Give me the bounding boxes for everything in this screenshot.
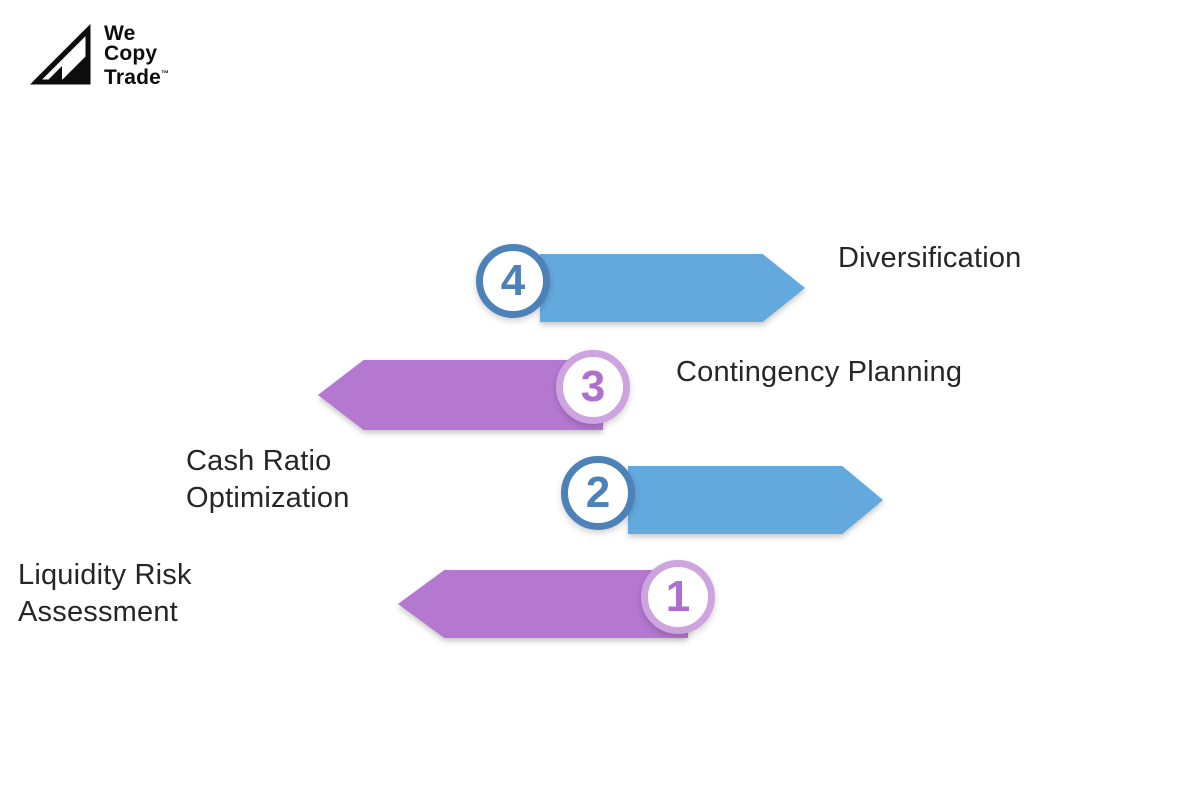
logo-line-2: Copy	[104, 42, 158, 65]
left-arrow-shape	[398, 570, 688, 638]
trademark-symbol: ™	[161, 69, 170, 78]
step-4-number: 4	[500, 256, 526, 305]
right-arrow-shape	[628, 466, 883, 534]
logo-line-1: We	[104, 22, 136, 45]
step-2-number: 2	[585, 468, 611, 517]
wecopytrade-logo: We Copy Trade™	[30, 18, 169, 88]
step-4-label: Diversification	[838, 242, 1022, 274]
logo-line-3: Trade™	[104, 66, 170, 89]
step-1-number: 1	[665, 572, 691, 621]
step-2-arrow	[628, 466, 883, 534]
step-1-label: Liquidity Risk Assessment	[18, 559, 192, 628]
step-3-arrow	[318, 360, 603, 430]
step-4-arrow	[540, 254, 805, 322]
wecopytrade-logo-icon	[30, 24, 91, 85]
step-3-number: 3	[580, 362, 606, 411]
step-3-label: Contingency Planning	[676, 356, 963, 388]
step-2-label: Cash Ratio Optimization	[186, 445, 350, 514]
step-3-number-badge: 3	[556, 350, 630, 424]
step-1-number-badge: 1	[641, 560, 715, 634]
wecopytrade-logo-text: We Copy Trade™	[104, 18, 169, 88]
left-arrow-shape	[318, 360, 603, 430]
step-1-arrow	[398, 570, 688, 638]
step-4-number-badge: 4	[476, 244, 550, 318]
step-2-number-badge: 2	[561, 456, 635, 530]
right-arrow-shape	[540, 254, 805, 322]
